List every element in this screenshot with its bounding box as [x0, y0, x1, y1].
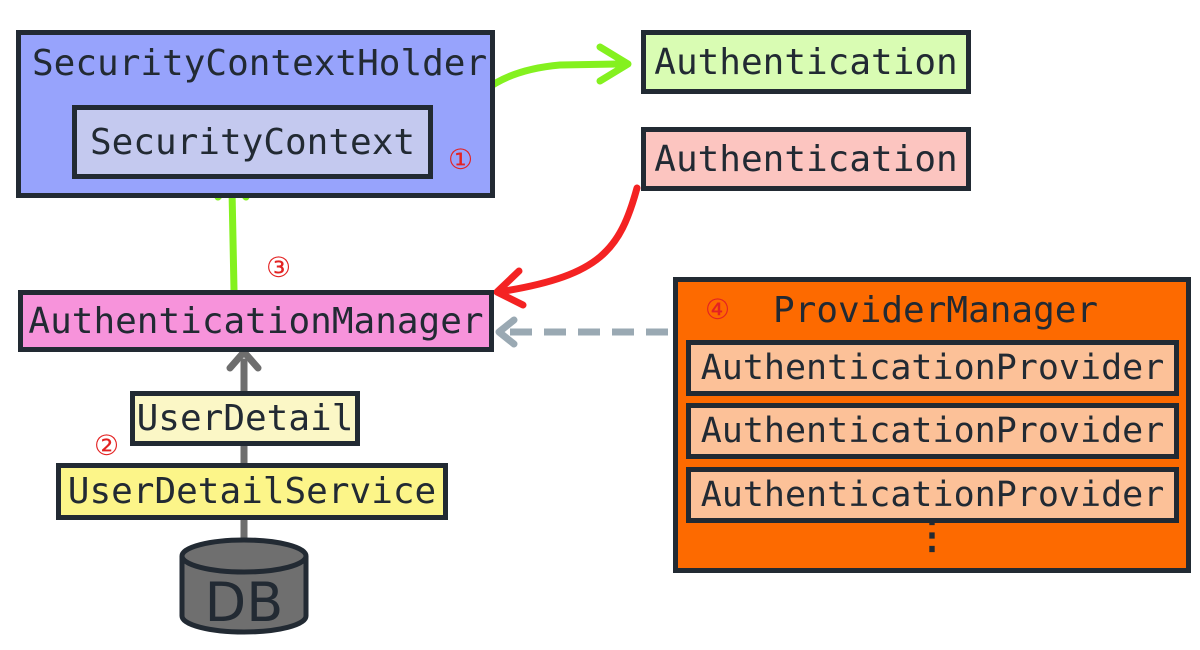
authentication-provider: AuthenticationProvider — [686, 403, 1179, 459]
security-context-label: SecurityContext — [89, 121, 416, 163]
authentication-manager-label: AuthenticationManager — [28, 300, 484, 342]
authentication-provider-label: AuthenticationProvider — [700, 411, 1165, 451]
user-detail-service: UserDetailService — [56, 463, 448, 520]
authentication-result: Authentication — [641, 30, 971, 94]
authentication-provider: AuthenticationProvider — [686, 340, 1179, 396]
database-label: DB — [205, 571, 284, 634]
security-context: SecurityContext — [72, 105, 433, 179]
arrow-authentication-to-manager — [501, 184, 641, 295]
arrowhead-context-to-authentication — [596, 43, 632, 85]
step-1-marker: ① — [448, 143, 474, 176]
step-4-marker: ④ — [705, 293, 731, 326]
arrow-manager-to-context — [228, 186, 238, 294]
provider-manager: ProviderManager AuthenticationProvider A… — [673, 277, 1191, 573]
authentication-result-label: Authentication — [654, 41, 958, 83]
security-context-holder-label: SecurityContextHolder — [32, 43, 488, 84]
step-2-marker: ② — [94, 429, 120, 462]
arrowhead-authentication-to-manager — [493, 267, 527, 309]
authentication-request: Authentication — [641, 127, 971, 191]
arrowhead-db-to-manager — [226, 348, 262, 372]
authentication-manager: AuthenticationManager — [18, 290, 494, 352]
authentication-provider: AuthenticationProvider — [686, 467, 1179, 523]
database-icon: DB — [179, 537, 309, 635]
authentication-provider-label: AuthenticationProvider — [700, 475, 1165, 515]
provider-manager-label: ProviderManager — [773, 290, 1099, 331]
user-detail-service-label: UserDetailService — [67, 471, 437, 512]
user-detail: UserDetail — [130, 391, 360, 446]
security-context-holder: SecurityContextHolder SecurityContext — [16, 30, 495, 198]
step-3-marker: ③ — [266, 251, 292, 284]
authentication-request-label: Authentication — [654, 138, 958, 180]
user-detail-label: UserDetail — [136, 398, 354, 439]
arrowhead-provider-manager-to-manager — [495, 316, 518, 348]
more-providers-ellipsis: ⋮ — [912, 512, 952, 558]
authentication-provider-label: AuthenticationProvider — [700, 348, 1165, 388]
